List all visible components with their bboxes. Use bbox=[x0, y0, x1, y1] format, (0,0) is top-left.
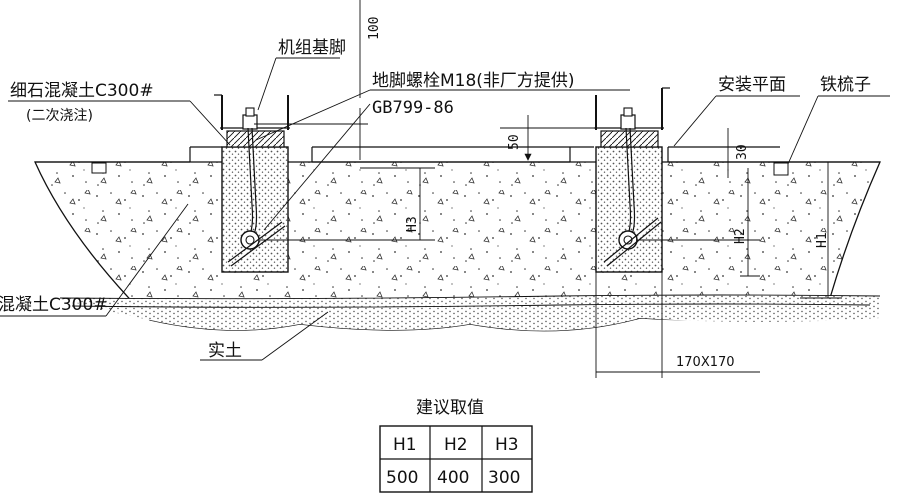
install-plane-label: 安装平面 bbox=[718, 75, 786, 95]
table-header-h2: H2 bbox=[444, 435, 468, 455]
table-header-h1: H1 bbox=[393, 435, 417, 455]
table-value-h2: 400 bbox=[437, 468, 469, 488]
dim-h3-label: H3 bbox=[405, 216, 420, 232]
left-anchor-pocket bbox=[214, 94, 290, 273]
iron-shim-label: 铁梳子 bbox=[820, 75, 871, 95]
soil-layer bbox=[60, 295, 880, 331]
dim-pocket-label: 170X170 bbox=[676, 355, 735, 370]
dim-100-label: 100 bbox=[367, 17, 382, 40]
dim-30-label: 30 bbox=[735, 144, 750, 160]
secondary-pour-label: (二次浇注) bbox=[26, 108, 93, 124]
table-value-h3: 300 bbox=[488, 468, 520, 488]
recommended-values-table: 建议取值 H1 H2 H3 500 400 300 bbox=[379, 398, 533, 493]
gb-standard-label: GB799-86 bbox=[372, 98, 454, 118]
dim-50-label: 50 bbox=[507, 134, 522, 150]
dim-h1-label: H1 bbox=[815, 232, 830, 248]
table-value-h1: 500 bbox=[386, 468, 418, 488]
solid-soil-label: 实土 bbox=[208, 341, 242, 361]
unit-foot-label: 机组基脚 bbox=[278, 38, 346, 58]
fine-concrete-label: 细石混凝土C300# bbox=[10, 81, 154, 101]
right-shim-pad bbox=[773, 162, 789, 176]
table-header-h3: H3 bbox=[495, 435, 519, 455]
dim-h2-label: H2 bbox=[733, 228, 748, 244]
anchor-bolt-label: 地脚螺栓M18(非厂方提供) bbox=[372, 71, 575, 91]
left-shim-pad bbox=[91, 162, 107, 174]
table-title: 建议取值 bbox=[416, 398, 484, 418]
concrete-bottom-label: 混凝土C300# bbox=[0, 295, 108, 315]
right-anchor-pocket bbox=[594, 87, 670, 273]
